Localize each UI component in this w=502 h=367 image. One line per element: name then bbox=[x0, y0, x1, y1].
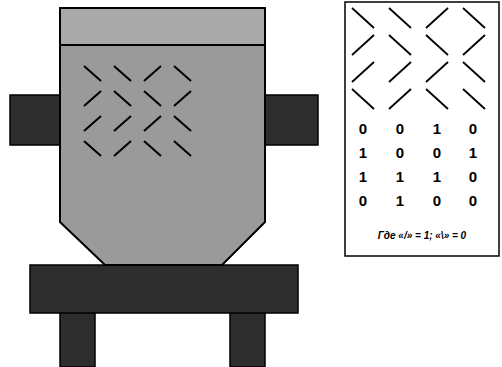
slash-stroke bbox=[463, 62, 485, 82]
table-cell: 0 bbox=[351, 120, 375, 138]
legend-frame bbox=[345, 2, 499, 256]
table-cell: 0 bbox=[425, 192, 449, 210]
slash-stroke bbox=[389, 35, 411, 55]
slash-stroke bbox=[144, 116, 161, 131]
slash-stroke bbox=[174, 116, 191, 131]
slash-stroke bbox=[426, 8, 448, 28]
slash-stroke bbox=[352, 35, 374, 55]
table-cell: 0 bbox=[388, 120, 412, 138]
slash-stroke bbox=[426, 62, 448, 82]
slash-stroke bbox=[389, 89, 411, 109]
side-bracket bbox=[264, 95, 318, 145]
slash-stroke bbox=[84, 91, 101, 106]
legend-note: Где «/» = 1; «\» = 0 bbox=[378, 230, 466, 242]
table-cell: 0 bbox=[461, 168, 485, 186]
slash-pattern bbox=[84, 66, 191, 156]
table-cell: 1 bbox=[461, 144, 485, 162]
slash-stroke bbox=[174, 141, 191, 156]
slash-stroke bbox=[389, 8, 411, 28]
table-cell: 1 bbox=[388, 192, 412, 210]
table-cell: 1 bbox=[425, 120, 449, 138]
table-cell: 1 bbox=[388, 168, 412, 186]
slash-stroke bbox=[114, 141, 131, 156]
leg bbox=[60, 312, 95, 367]
slash-stroke bbox=[84, 116, 101, 131]
slash-stroke bbox=[352, 8, 374, 28]
slash-stroke bbox=[174, 91, 191, 106]
slash-stroke bbox=[84, 141, 101, 156]
table-cell: 0 bbox=[461, 120, 485, 138]
slash-stroke bbox=[144, 141, 161, 156]
table-cell: 0 bbox=[351, 192, 375, 210]
hopper-lid bbox=[60, 8, 265, 45]
slash-stroke bbox=[352, 89, 374, 109]
slash-stroke bbox=[463, 89, 485, 109]
leg bbox=[230, 312, 265, 367]
hopper-body bbox=[60, 45, 265, 265]
base-plate bbox=[30, 265, 298, 313]
slash-stroke bbox=[114, 116, 131, 131]
slash-stroke bbox=[426, 89, 448, 109]
table-cell: 1 bbox=[351, 168, 375, 186]
slash-stroke bbox=[426, 35, 448, 55]
side-bracket bbox=[10, 95, 61, 145]
table-cell: 0 bbox=[425, 144, 449, 162]
slash-stroke bbox=[463, 35, 485, 55]
slash-stroke bbox=[144, 66, 161, 81]
legend-box: 0010100111100100Где «/» = 1; «\» = 0 bbox=[345, 2, 499, 256]
slash-stroke bbox=[114, 66, 131, 81]
slash-stroke bbox=[84, 66, 101, 81]
slash-stroke bbox=[114, 91, 131, 106]
slash-pattern bbox=[352, 8, 485, 109]
slash-stroke bbox=[389, 62, 411, 82]
slash-stroke bbox=[352, 62, 374, 82]
slash-stroke bbox=[174, 66, 191, 81]
slash-stroke bbox=[463, 8, 485, 28]
slash-stroke bbox=[144, 91, 161, 106]
table-cell: 1 bbox=[351, 144, 375, 162]
table-cell: 1 bbox=[425, 168, 449, 186]
table-cell: 0 bbox=[388, 144, 412, 162]
table-cell: 0 bbox=[461, 192, 485, 210]
